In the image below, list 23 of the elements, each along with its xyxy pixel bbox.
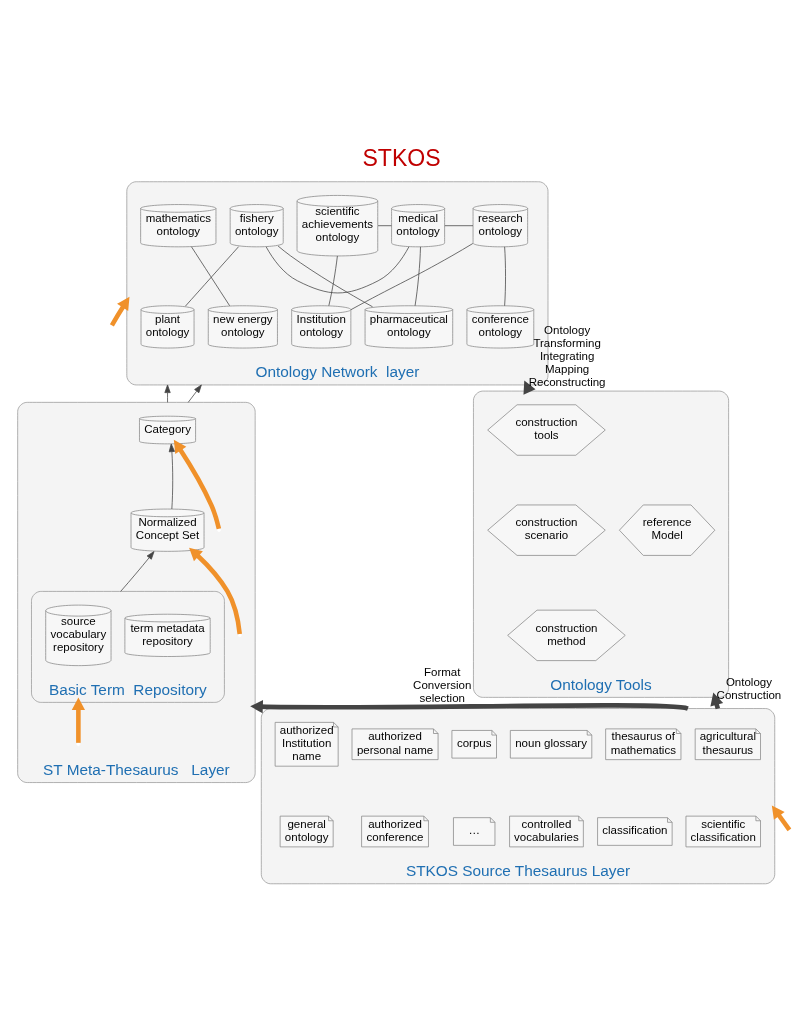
arrow: [189, 547, 242, 635]
arrow: [168, 443, 175, 510]
edge-label: Ontology Construction: [716, 676, 782, 702]
connector: [350, 243, 474, 311]
arrow: [771, 805, 792, 832]
arrow: [109, 296, 130, 327]
arrow: [164, 384, 171, 403]
edge-label: Format Conversion selection: [413, 666, 472, 705]
connector: [265, 246, 410, 294]
connector: [377, 225, 392, 227]
connector: [185, 246, 239, 307]
arrow: [250, 700, 689, 714]
connector: [277, 245, 373, 308]
arrow: [120, 551, 155, 592]
diagram-title: STKOS: [362, 144, 441, 171]
arrow: [187, 384, 202, 403]
connector: [328, 255, 338, 307]
connector: [191, 246, 231, 307]
arrow: [168, 439, 222, 530]
arrow: [71, 697, 85, 743]
connector: [444, 225, 474, 227]
connector: [414, 246, 421, 307]
connector: [504, 246, 506, 307]
